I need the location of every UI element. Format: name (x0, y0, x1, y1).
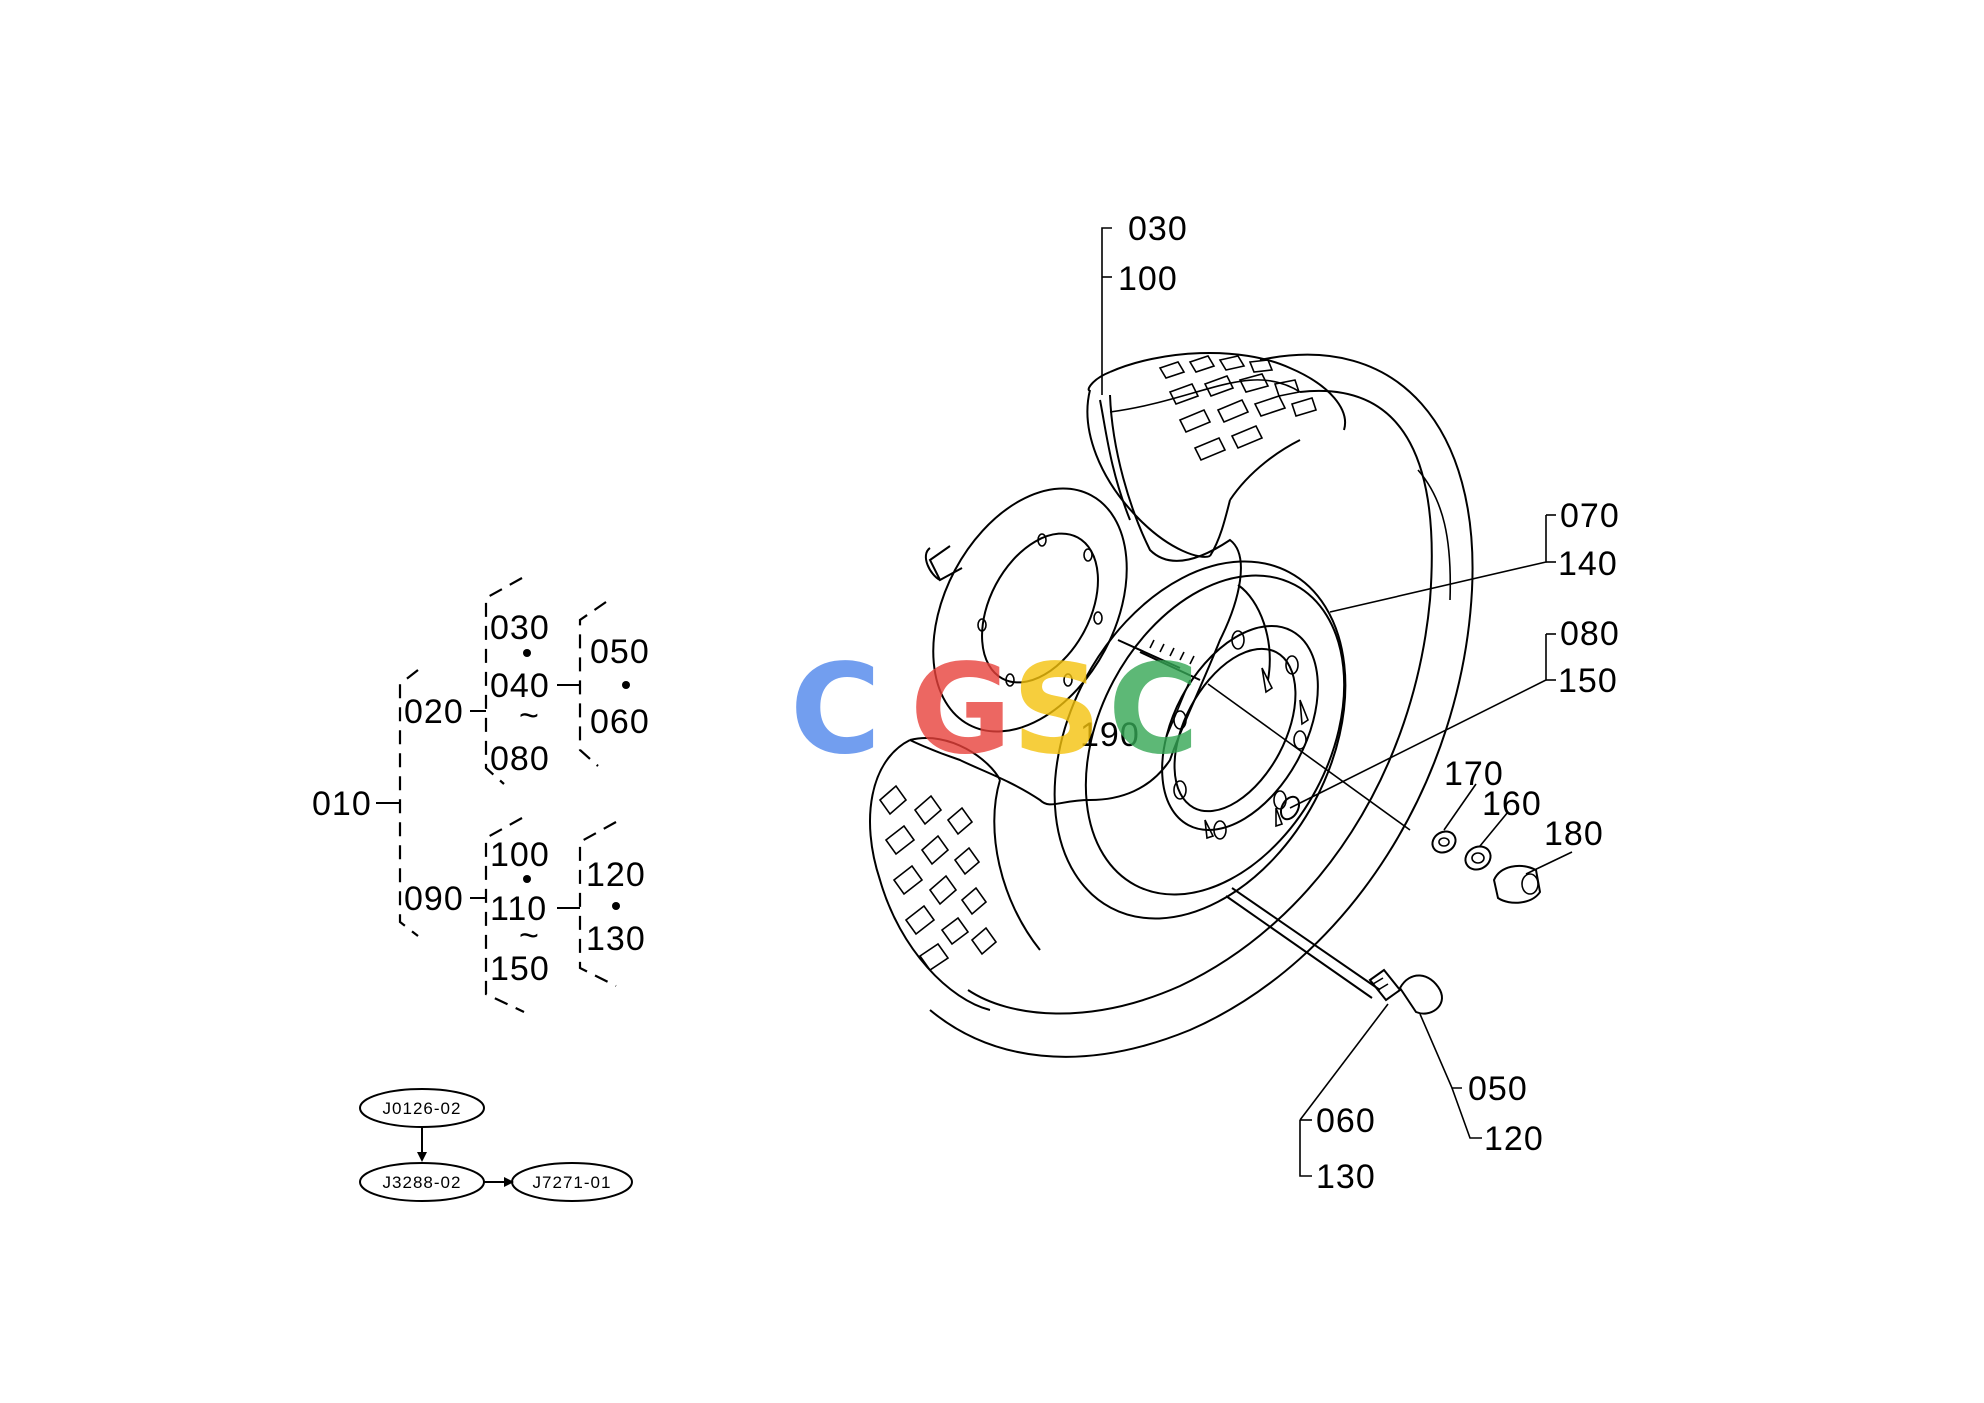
flow-node-label: J0126-02 (383, 1099, 462, 1118)
callout-label: 120 (1484, 1120, 1544, 1158)
tree-item-label: 080 (490, 740, 550, 778)
wheel-hub (924, 487, 1128, 733)
watermark-logo: C G S C (790, 638, 1199, 782)
callout-label: 060 (1316, 1102, 1376, 1140)
tree-item-label: 150 (490, 950, 550, 988)
range-symbol: ~ (519, 697, 540, 735)
watermark-letter: C (1108, 638, 1199, 782)
tree-item-label: 030 (490, 609, 550, 647)
tree-sub-label: 130 (586, 920, 646, 958)
reference-flow: J0126-02 J3288-02 J7271-01 (359, 1088, 633, 1202)
callout-label: 080 (1560, 615, 1620, 653)
tread-pattern (878, 784, 998, 972)
rim-slots (1204, 667, 1309, 840)
tree-group-090: 090 100 110 ~ 150 120 130 (404, 817, 646, 1013)
tree-sub-label: 050 (590, 633, 650, 671)
hub-bolt-holes (977, 533, 1103, 687)
callout-label: 150 (1558, 662, 1618, 700)
tree-item-label: 100 (490, 836, 550, 874)
callout-label: 170 (1444, 755, 1504, 793)
callout-label: 070 (1560, 497, 1620, 535)
range-symbol: ~ (519, 917, 540, 955)
tree-item-label: 040 (490, 667, 550, 705)
tree-group-label: 020 (404, 693, 464, 731)
tree-sub-label: 060 (590, 703, 650, 741)
callout-label: 190 (1080, 716, 1140, 754)
tire (869, 351, 1474, 1058)
callout-label: 050 (1468, 1070, 1528, 1108)
dot-separator (523, 649, 531, 657)
flow-node-label: J7271-01 (533, 1173, 612, 1192)
parts-tree: 010 020 030 040 ~ 080 050 060 090 (312, 577, 650, 1013)
callout-label: 160 (1482, 785, 1542, 823)
callout-label: 140 (1558, 545, 1618, 583)
tree-group-label: 090 (404, 880, 464, 918)
callout-label: 100 (1118, 260, 1178, 298)
callout-label: 030 (1128, 210, 1188, 248)
leader-lines (1101, 227, 1573, 1177)
watermark-letter: S (1012, 638, 1101, 782)
dot-separator (622, 681, 630, 689)
wheel-assembly-drawing: 030 100 070 140 080 150 190 170 160 180 … (869, 210, 1620, 1196)
stud-bolt (1117, 639, 1411, 831)
tread-pattern (1158, 355, 1318, 462)
watermark-letter: C (790, 638, 881, 782)
tree-item-label: 110 (490, 890, 547, 928)
callout-label: 180 (1544, 815, 1604, 853)
inner-tube (909, 394, 1271, 806)
wheel-nut-set (1431, 830, 1542, 904)
flow-node-label: J3288-02 (383, 1173, 462, 1192)
callout-label: 130 (1316, 1158, 1376, 1196)
tree-root-label: 010 (312, 785, 372, 823)
dot-separator (612, 902, 620, 910)
valve-assembly (1225, 887, 1443, 1015)
tree-group-020: 020 030 040 ~ 080 050 060 (404, 577, 650, 785)
watermark-letter: G (910, 638, 1012, 782)
tree-sub-label: 120 (586, 856, 646, 894)
dot-separator (523, 875, 531, 883)
flow-node (511, 1162, 633, 1202)
